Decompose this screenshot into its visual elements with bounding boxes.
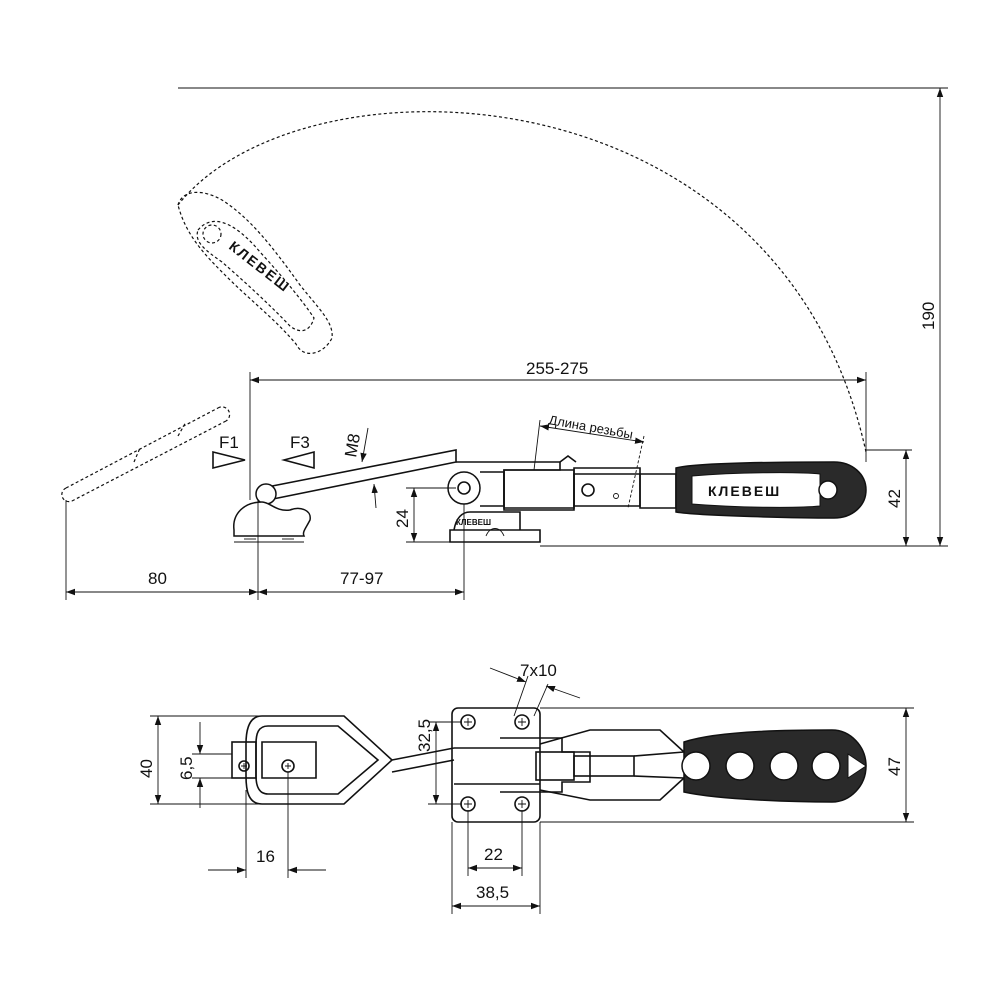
- dim-mid-text: 77-97: [340, 569, 383, 588]
- force-f3-label: F3: [290, 433, 310, 452]
- dim-width-text: 40: [137, 759, 156, 778]
- thread-length-ext-left: [533, 419, 541, 471]
- dim-slot-text: 7x10: [520, 661, 557, 680]
- dim-slot-ext-right: [533, 683, 549, 717]
- lever-body: [447, 455, 677, 511]
- dim-hook-text: 16: [256, 847, 275, 866]
- thread-length-dim: [539, 424, 645, 444]
- base-plate: [451, 707, 541, 823]
- dim-slot-arrow-right: [545, 685, 581, 699]
- dim-handle-w-text: 47: [885, 757, 904, 776]
- thread-leader-top: [360, 427, 369, 463]
- dim-base-text: 24: [393, 509, 412, 528]
- thread-label: M8: [341, 432, 364, 459]
- dim-total-text: 190: [919, 302, 938, 330]
- base-mark: КЛЕВЕШ: [456, 518, 491, 527]
- dim-holes-v-text: 32,5: [415, 719, 434, 752]
- dim-left-text: 80: [148, 569, 167, 588]
- thread-length-ext-right: [627, 435, 645, 509]
- thread-leader-bottom: [371, 483, 378, 509]
- base-side: КЛЕВЕШ: [449, 511, 541, 543]
- open-hook-outline: [61, 406, 231, 503]
- dim-slot-arrow-left: [489, 667, 527, 683]
- side-view: КЛЕВЕШ F1 F3 M8: [61, 87, 948, 600]
- lever-top: [500, 729, 685, 801]
- force-f3-arrow: [280, 450, 315, 470]
- dim-holes-h-text: 22: [484, 845, 503, 864]
- hook-bar: [233, 449, 457, 543]
- dim-slot-ext-left: [513, 675, 529, 717]
- grip-top: [681, 729, 867, 803]
- dim-handle-text: 42: [885, 489, 904, 508]
- raised-handle-outline: [177, 191, 333, 354]
- force-f1-label: F1: [219, 433, 239, 452]
- force-f1-arrow: [212, 450, 246, 470]
- dim-reach-text: 255-275: [526, 359, 588, 378]
- handle-brand: КЛЕВЕШ: [708, 483, 781, 499]
- thread-length-label: Длина резьбы: [547, 412, 634, 442]
- dim-loop-text: 6,5: [177, 756, 196, 780]
- raised-handle-brand: КЛЕВЕШ: [226, 238, 294, 296]
- swing-arc: [177, 111, 867, 453]
- handle-grip: КЛЕВЕШ: [675, 461, 867, 519]
- top-view: 40 6,5 16 32,5 22 38,5 7x10: [137, 661, 914, 914]
- dim-base-w-text: 38,5: [476, 883, 509, 902]
